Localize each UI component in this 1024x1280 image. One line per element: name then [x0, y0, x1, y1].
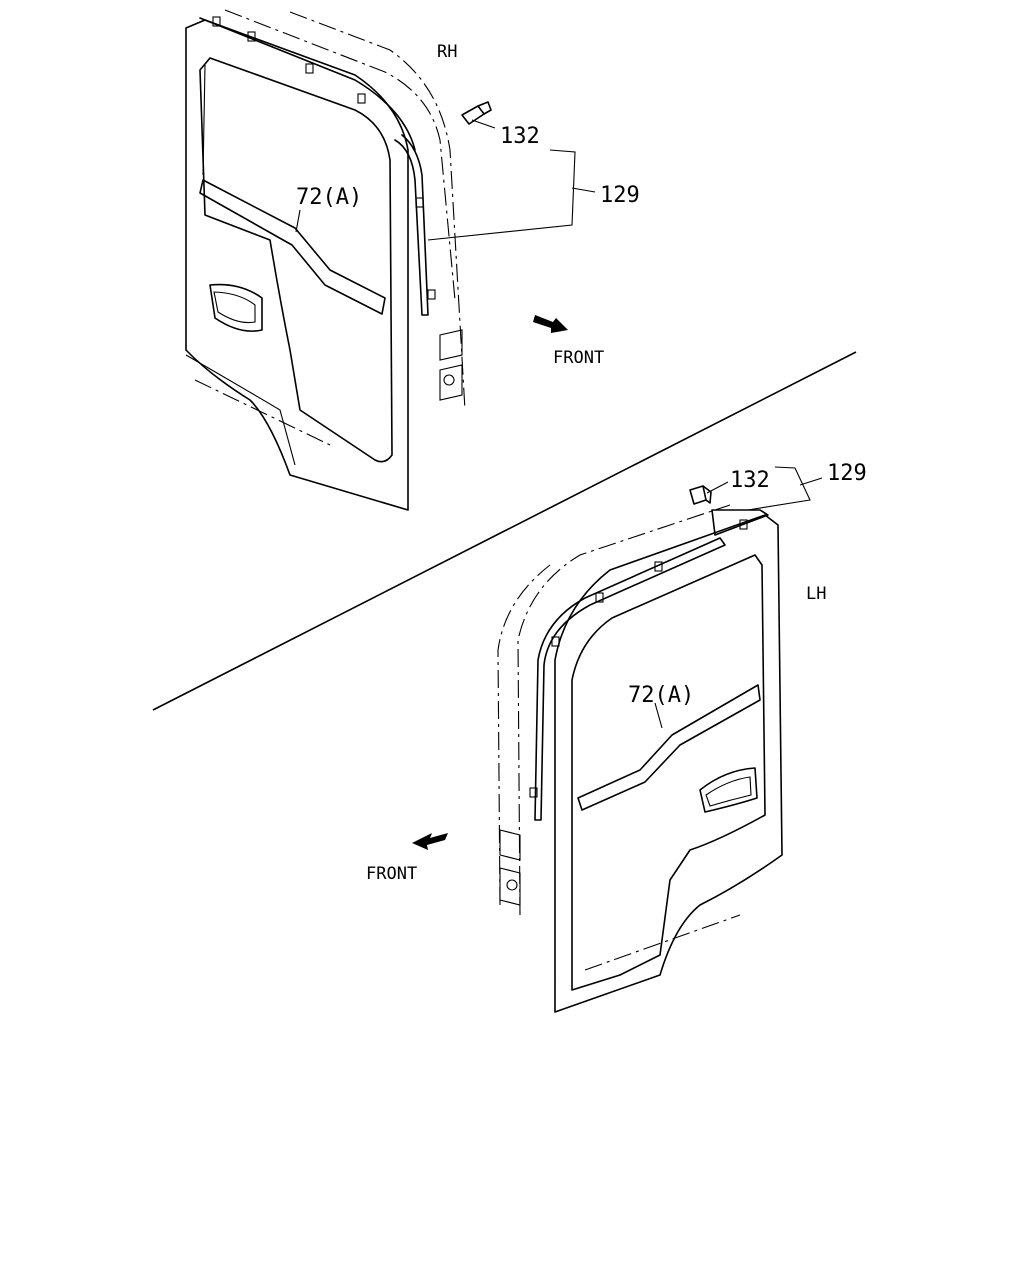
lh-front-label: FRONT — [366, 864, 417, 884]
front-arrow-rh — [533, 315, 568, 333]
lh-callout-132: 132 — [730, 468, 770, 493]
lh-callout-72a: 72(A) — [628, 683, 694, 708]
rh-callout-132: 132 — [500, 124, 540, 149]
rh-callout-129: 129 — [600, 183, 640, 208]
rh-callout-72a: 72(A) — [296, 185, 362, 210]
rh-door-assembly — [185, 9, 596, 511]
rh-side-label: RH — [437, 42, 457, 62]
rh-front-label: FRONT — [553, 348, 604, 368]
lh-callout-129: 129 — [827, 461, 867, 486]
divider-line — [152, 351, 857, 711]
lh-side-label: LH — [806, 584, 826, 604]
front-arrow-lh — [412, 833, 448, 850]
lh-door-assembly — [412, 466, 823, 1013]
